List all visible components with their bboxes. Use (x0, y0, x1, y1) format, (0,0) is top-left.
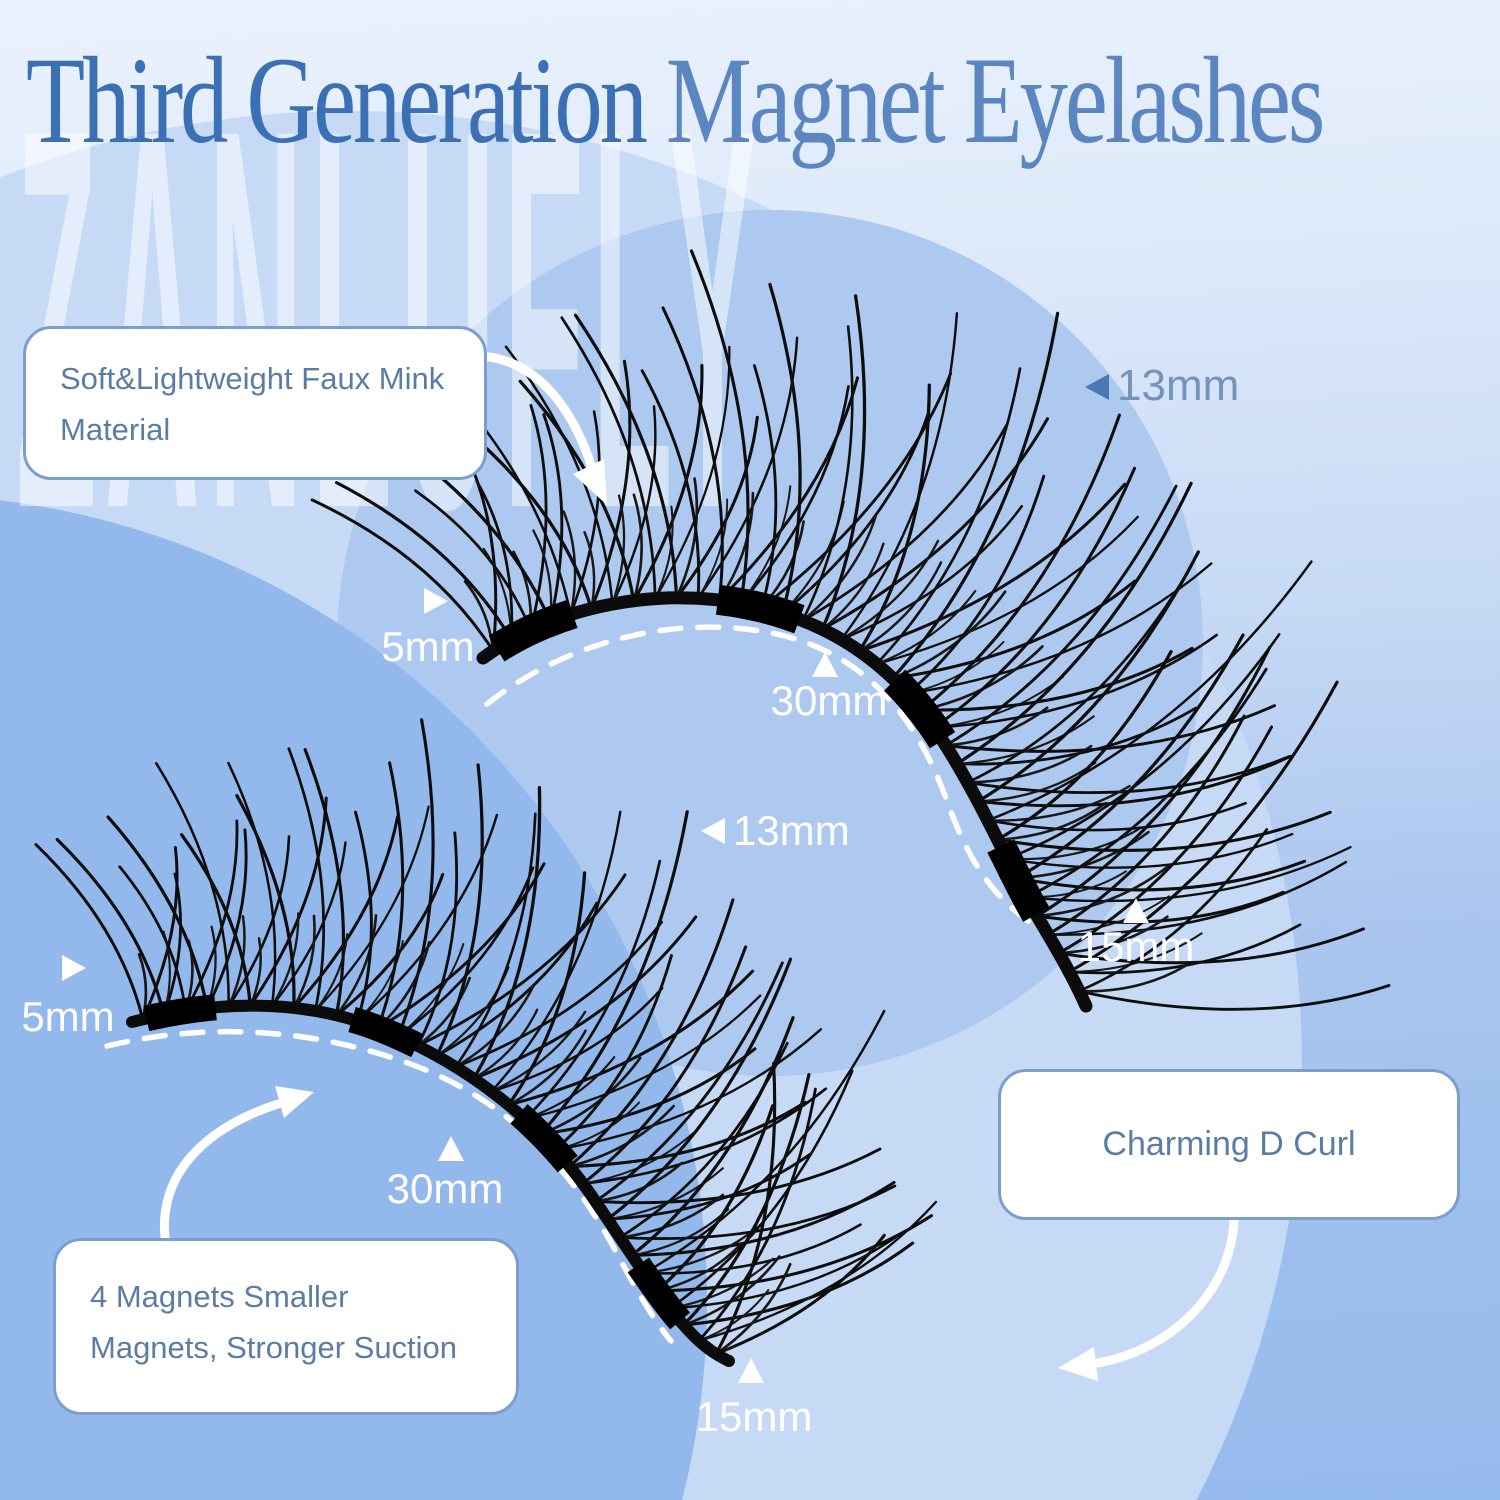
lower-inner-corner-label: 5mm (21, 993, 115, 1040)
lower-13mm-pointer-icon (701, 818, 725, 844)
page-title: Third Generation Magnet Eyelashes (26, 30, 1326, 172)
upper-band-length-label: 30mm (770, 677, 888, 724)
upper-5mm-pointer-icon (424, 588, 448, 614)
upper-inner-corner-label: 5mm (381, 623, 475, 670)
lower-band-length-label: 30mm (386, 1165, 504, 1212)
lower-5mm-pointer-icon (62, 955, 86, 981)
title-part-2: Magnet Eyelashes (644, 32, 1326, 169)
upper-13mm-pointer-icon (1085, 374, 1109, 400)
callout-magnets: 4 Magnets Smaller Magnets, Stronger Suct… (53, 1238, 519, 1415)
upper-outer-length-label: 15mm (1077, 923, 1195, 970)
lower-outer-length-label: 15mm (695, 1393, 813, 1440)
lower-15mm-pointer-icon (738, 1358, 764, 1383)
lower-30mm-pointer-icon (438, 1136, 464, 1161)
upper-width-label: 13mm (1117, 361, 1240, 410)
upper-30mm-pointer-icon (812, 652, 838, 677)
callout-material: Soft&Lightweight Faux Mink Material (23, 326, 487, 480)
title-part-1: Third Generation (26, 32, 648, 169)
callout-curl: Charming D Curl (998, 1069, 1460, 1220)
upper-15mm-pointer-icon (1123, 898, 1149, 923)
lower-width-label: 13mm (733, 807, 850, 854)
